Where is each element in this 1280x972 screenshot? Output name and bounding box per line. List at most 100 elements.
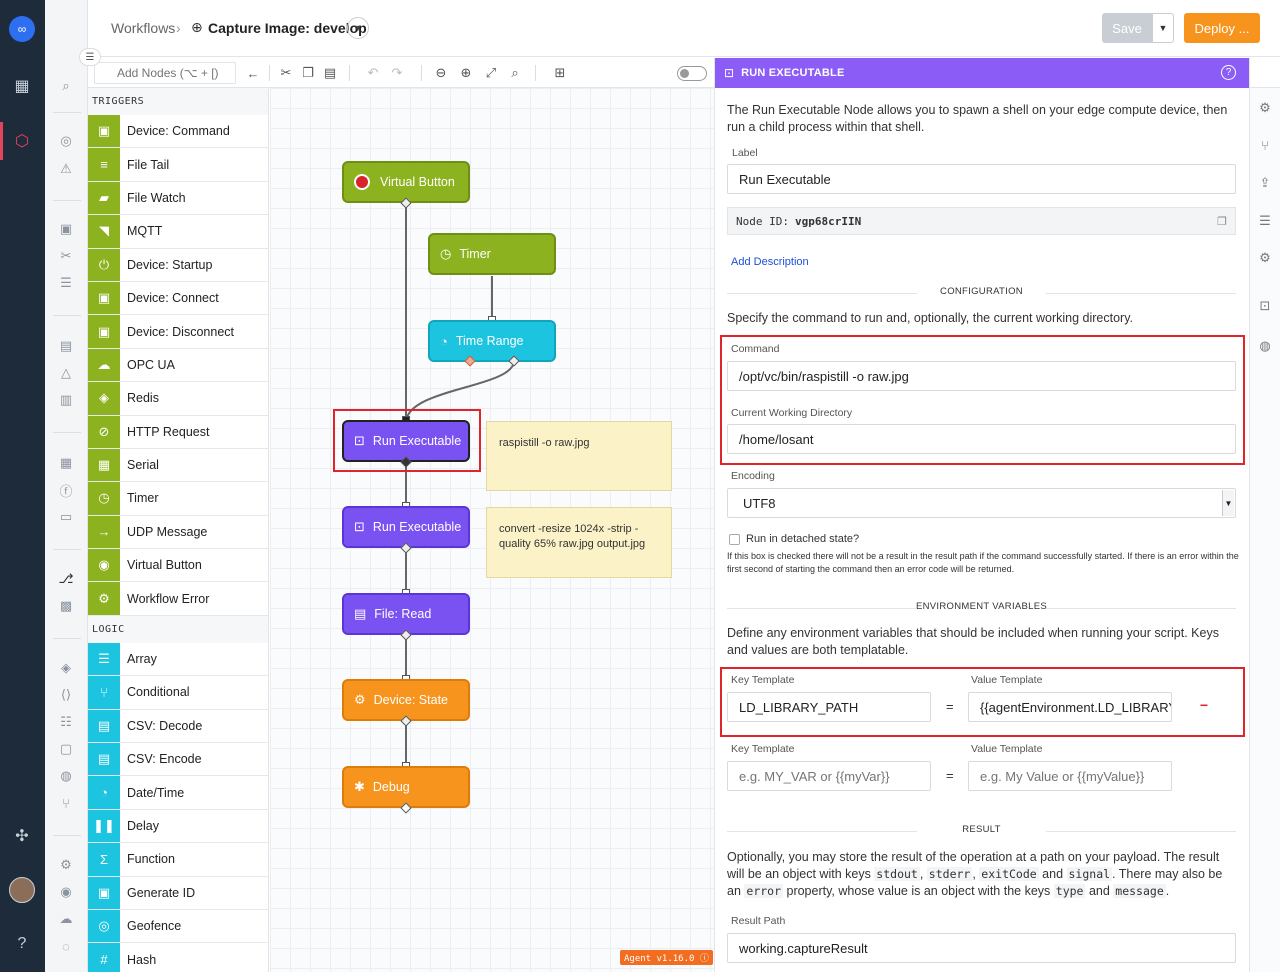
devices-icon[interactable]: ▣ bbox=[59, 221, 73, 236]
copy-icon[interactable]: ❐ bbox=[302, 65, 314, 80]
zoom-reset-icon[interactable]: ⌕ bbox=[511, 65, 519, 80]
globe-icon[interactable]: ◍ bbox=[1259, 338, 1271, 353]
losant-logo[interactable]: ∞ bbox=[9, 16, 35, 42]
comment-note-1[interactable]: raspistill -o raw.jpg bbox=[486, 421, 672, 491]
live-debug-toggle[interactable] bbox=[677, 66, 707, 81]
overview-icon[interactable]: ◎ bbox=[60, 133, 72, 148]
endpoints-icon[interactable]: ⟨⟩ bbox=[60, 687, 72, 702]
domains-icon[interactable]: ◍ bbox=[60, 768, 72, 783]
cwd-input[interactable]: /home/losant bbox=[727, 424, 1236, 454]
debug-settings-icon[interactable]: ⚙ bbox=[1259, 250, 1271, 265]
deploy-button[interactable]: Deploy ... bbox=[1184, 13, 1260, 43]
menu-toggle-icon[interactable]: ☰ bbox=[79, 48, 101, 66]
env-key-input-1[interactable]: LD_LIBRARY_PATH bbox=[727, 692, 931, 722]
palette-item[interactable]: ▣Device: Disconnect bbox=[88, 315, 268, 349]
palette-item[interactable]: ⏻Device: Startup bbox=[88, 248, 268, 282]
events-icon[interactable]: ⚠ bbox=[60, 161, 72, 176]
palette-item[interactable]: ⑂Conditional bbox=[88, 676, 268, 710]
help-icon[interactable]: ? bbox=[17, 935, 27, 952]
breadcrumb-workflows[interactable]: Workflows bbox=[111, 20, 176, 36]
workflows-icon[interactable]: ⎇ bbox=[58, 571, 74, 586]
upload-icon[interactable]: ⇪ bbox=[1259, 175, 1271, 190]
versions-icon[interactable]: ⑂ bbox=[62, 795, 70, 811]
palette-item[interactable]: ◎Geofence bbox=[88, 909, 268, 944]
workflow-stats-icon[interactable]: ▩ bbox=[59, 598, 73, 613]
palette-item[interactable]: ◔Date/Time bbox=[88, 776, 268, 810]
add-comment-icon[interactable]: ⊞ bbox=[554, 65, 566, 80]
palette-item[interactable]: ≡File Tail bbox=[88, 148, 268, 182]
palette-item[interactable]: ☁OPC UA bbox=[88, 348, 268, 383]
env-value-input-1[interactable]: {{agentEnvironment.LD_LIBRARY bbox=[968, 692, 1172, 722]
version-branch-icon[interactable]: ⑂ bbox=[1261, 137, 1269, 153]
workflow-canvas[interactable]: Virtual Button ◷ Timer ◔ Time Range ⊡ Ru… bbox=[270, 88, 714, 972]
search-icon[interactable]: ⌕ bbox=[62, 78, 70, 93]
dashboards-icon[interactable]: ▦ bbox=[59, 455, 73, 470]
workflow-version-dropdown[interactable]: ▼ bbox=[347, 17, 369, 39]
command-input[interactable]: /opt/vc/bin/raspistill -o raw.jpg bbox=[727, 361, 1236, 391]
copy-icon[interactable]: ❐ bbox=[1217, 216, 1227, 228]
device-list-icon[interactable]: ☰ bbox=[60, 275, 72, 290]
palette-item[interactable]: ❚❚Delay bbox=[88, 809, 268, 844]
remove-env-var-icon[interactable]: − bbox=[1199, 697, 1209, 713]
palette-item[interactable]: #Hash bbox=[88, 943, 268, 972]
palette-item[interactable]: ▣Device: Command bbox=[88, 115, 268, 149]
export-icon[interactable]: ⊡ bbox=[1259, 298, 1271, 313]
add-description-link[interactable]: Add Description bbox=[731, 256, 809, 268]
palette-item[interactable]: ⊘HTTP Request bbox=[88, 415, 268, 449]
storage-icon[interactable]: ☰ bbox=[1259, 213, 1271, 228]
save-options-dropdown[interactable]: ▼ bbox=[1152, 13, 1174, 43]
palette-item[interactable]: ◈Redis bbox=[88, 382, 268, 416]
palette-item[interactable]: →UDP Message bbox=[88, 515, 268, 550]
palette-item[interactable]: ▦Serial bbox=[88, 448, 268, 483]
groups-icon[interactable]: ☷ bbox=[60, 714, 72, 729]
node-timer[interactable]: ◷ Timer bbox=[428, 233, 556, 275]
palette-item[interactable]: ▣Generate ID bbox=[88, 876, 268, 910]
views-folder-icon[interactable]: ▢ bbox=[59, 741, 73, 756]
palette-item[interactable]: ⚙Workflow Error bbox=[88, 582, 268, 616]
zoom-out-icon[interactable]: ⊖ bbox=[435, 65, 447, 80]
comment-note-2[interactable]: convert -resize 1024x -strip -quality 65… bbox=[486, 507, 672, 578]
globe-icon[interactable]: ◌ bbox=[62, 938, 70, 954]
notebooks-icon[interactable]: ▥ bbox=[59, 392, 73, 407]
dashboard-icon[interactable]: ▦ bbox=[14, 78, 30, 95]
gear-icon[interactable]: ⚙ bbox=[1259, 100, 1271, 115]
collapse-palette-icon[interactable]: ← bbox=[246, 65, 260, 81]
data-explorer-icon[interactable]: △ bbox=[61, 365, 71, 380]
undo-icon[interactable]: ↶ bbox=[367, 65, 379, 80]
palette-item[interactable]: ▰File Watch bbox=[88, 181, 268, 216]
user-avatar[interactable] bbox=[8, 876, 36, 904]
webhooks-icon[interactable]: ☁ bbox=[59, 911, 73, 926]
files-icon[interactable]: ▭ bbox=[59, 509, 73, 524]
experience-users-icon[interactable]: ◈ bbox=[61, 660, 71, 675]
result-path-input[interactable]: working.captureResult bbox=[727, 933, 1236, 963]
env-value-input-2[interactable] bbox=[968, 761, 1172, 791]
env-key-input-2[interactable] bbox=[727, 761, 931, 791]
palette-item[interactable]: ◷Timer bbox=[88, 482, 268, 516]
palette-item[interactable]: ☰Array bbox=[88, 642, 268, 677]
application-cube-icon[interactable]: ⬡ bbox=[15, 133, 29, 150]
palette-item[interactable]: ▤CSV: Decode bbox=[88, 709, 268, 744]
agent-version-badge[interactable]: Agent v1.16.0 ⓘ bbox=[620, 950, 713, 965]
experience-icon[interactable]: ⓕ bbox=[59, 483, 73, 499]
detached-checkbox[interactable] bbox=[729, 534, 740, 545]
api-tokens-icon[interactable]: ◉ bbox=[60, 884, 72, 899]
save-button[interactable]: Save bbox=[1102, 13, 1152, 43]
node-device-state[interactable]: ⚙ Device: State bbox=[342, 679, 470, 721]
label-input[interactable]: Run Executable bbox=[727, 164, 1236, 194]
settings-icon[interactable]: ⚙ bbox=[60, 857, 72, 872]
fit-to-screen-icon[interactable]: ⤢ bbox=[485, 65, 497, 80]
palette-item[interactable]: ▤CSV: Encode bbox=[88, 743, 268, 777]
add-nodes-input[interactable] bbox=[94, 62, 236, 84]
zoom-in-icon[interactable]: ⊕ bbox=[460, 65, 472, 80]
node-time-range[interactable]: ◔ Time Range bbox=[428, 320, 556, 362]
integrations-icon[interactable]: ✣ bbox=[15, 828, 29, 845]
palette-item[interactable]: ◉Virtual Button bbox=[88, 549, 268, 583]
help-icon[interactable]: ? bbox=[1221, 65, 1236, 80]
redo-icon[interactable]: ↷ bbox=[391, 65, 403, 80]
encoding-select[interactable]: UTF8 ▼ bbox=[727, 488, 1236, 518]
node-run-executable-1[interactable]: ⊡ Run Executable bbox=[342, 420, 470, 462]
palette-item[interactable]: ◥MQTT bbox=[88, 215, 268, 249]
data-tables-icon[interactable]: ▤ bbox=[59, 338, 73, 353]
device-recipes-icon[interactable]: ✂ bbox=[60, 248, 72, 263]
paste-icon[interactable]: ▤ bbox=[323, 65, 337, 80]
